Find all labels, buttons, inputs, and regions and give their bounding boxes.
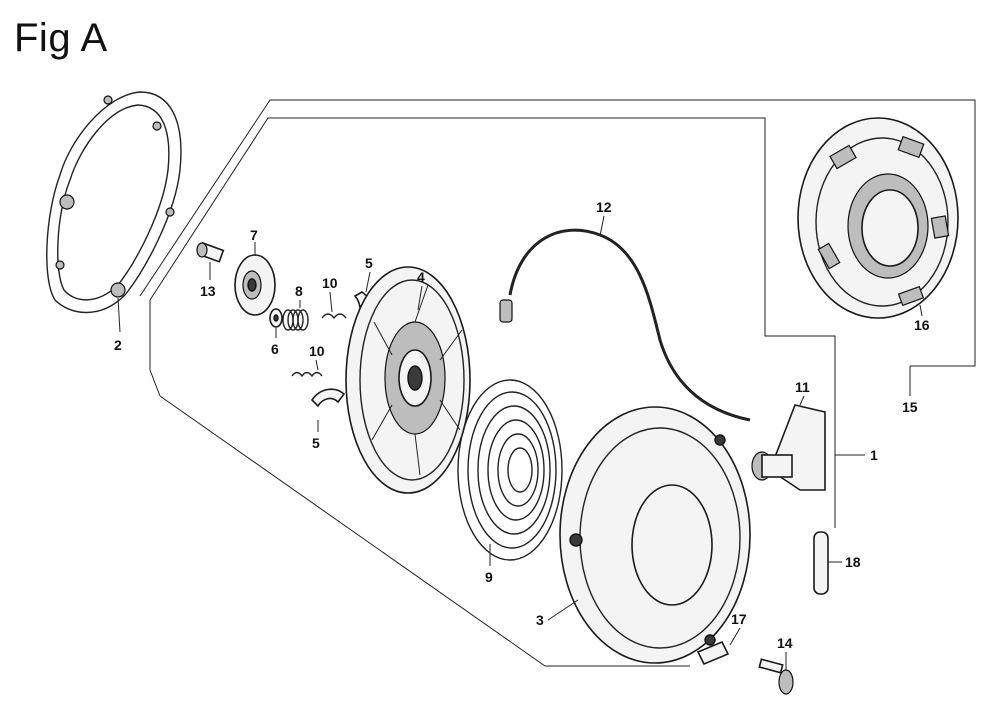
reel-pulley-part-4 [345, 266, 471, 494]
callout-16: 16 [914, 317, 930, 333]
assembly-outline-lower-2 [149, 369, 161, 397]
callout-9: 9 [485, 569, 493, 585]
callout-6: 6 [271, 341, 279, 357]
flange-bolt-part-14 [758, 658, 794, 695]
callout-8: 8 [295, 283, 303, 299]
callout-2: 2 [114, 337, 122, 353]
assembly-outline-lower [159, 395, 690, 667]
callout-3: 3 [536, 612, 544, 628]
recoil-spring-part-9 [457, 379, 563, 561]
callout-14: 14 [777, 635, 793, 651]
assembly-outline-15 [139, 99, 976, 367]
ratchet-pawl-part-5-lower [310, 388, 346, 408]
starter-rope-part-12 [499, 228, 751, 422]
callout-11: 11 [795, 379, 810, 395]
callout-15: 15 [902, 399, 918, 415]
callout-10-lower: 10 [309, 343, 325, 359]
ratchet-cap-part-7 [234, 254, 276, 316]
gasket-part-2 [46, 91, 182, 314]
callout-1: 1 [870, 447, 878, 463]
ratchet-spring-part-10-lower [291, 371, 323, 378]
collar-part-17 [696, 640, 730, 666]
leader-lines [117, 215, 923, 670]
starter-case-part-3 [559, 406, 751, 664]
callout-12: 12 [596, 199, 612, 215]
washer-part-6 [269, 308, 283, 328]
starter-cover-part-16 [797, 117, 959, 319]
shaft-bolt-part-13 [196, 241, 225, 263]
callout-7: 7 [250, 227, 258, 243]
callout-10-upper: 10 [322, 275, 338, 291]
callout-4: 4 [417, 269, 425, 285]
callout-5-upper: 5 [365, 255, 373, 271]
starter-grip-part-11 [751, 404, 826, 491]
callout-18: 18 [845, 554, 861, 570]
figure-title: Fig A [14, 16, 108, 60]
callout-17: 17 [731, 611, 747, 627]
spacer-part-18 [813, 531, 829, 595]
callout-13: 13 [200, 283, 216, 299]
callout-5-lower: 5 [312, 435, 320, 451]
coil-spring-part-8 [282, 309, 309, 331]
ratchet-spring-part-10-upper [321, 313, 347, 320]
